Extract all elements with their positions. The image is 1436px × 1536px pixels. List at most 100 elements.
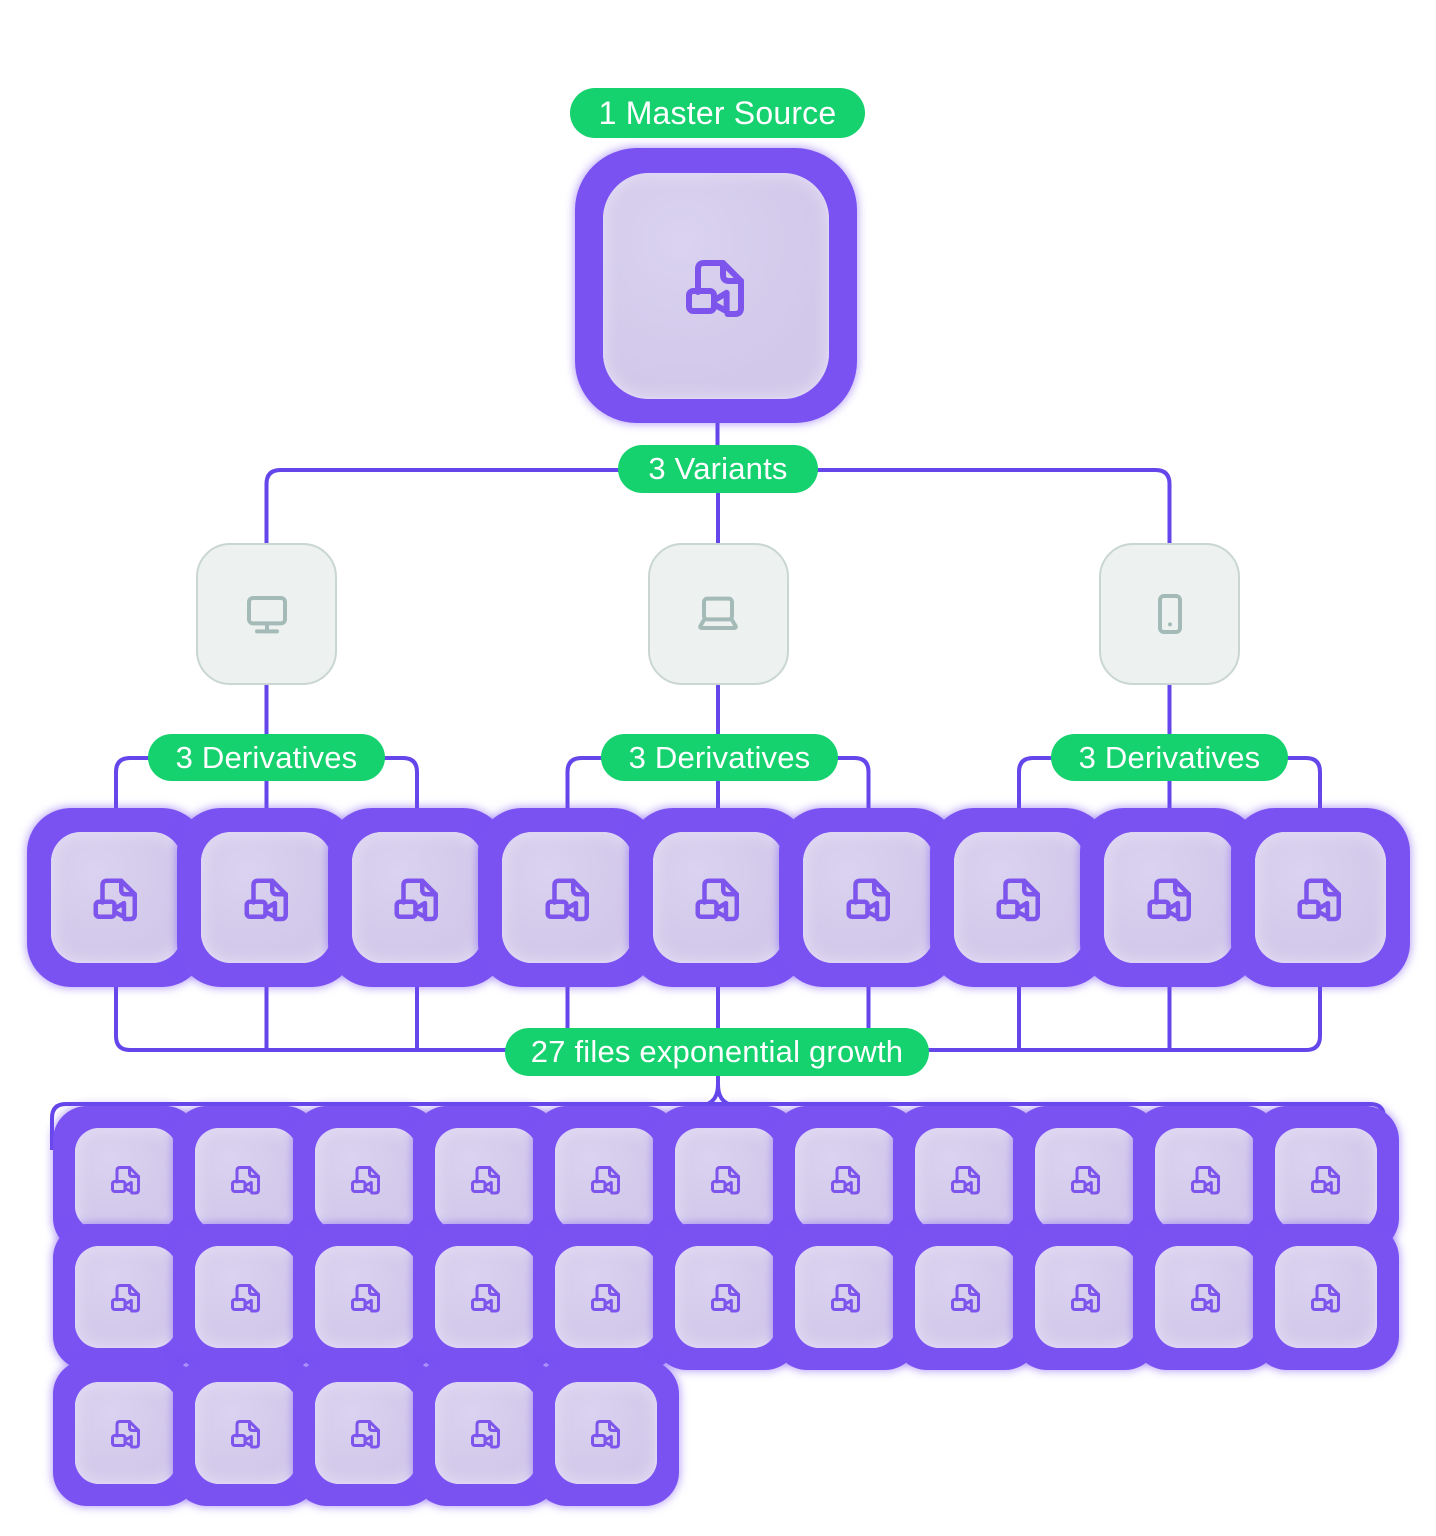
growth-label: 27 files exponential growth bbox=[530, 1034, 904, 1069]
video-file-icon bbox=[951, 1284, 980, 1313]
master-source-box bbox=[575, 148, 857, 423]
video-file-icon bbox=[831, 1284, 860, 1313]
growth-file-box-inner bbox=[555, 1246, 657, 1348]
derivatives-label: 3 Derivatives bbox=[628, 739, 811, 775]
derivatives-label: 3 Derivatives bbox=[1078, 739, 1261, 775]
video-file-icon bbox=[545, 878, 589, 921]
video-file-icon bbox=[231, 1166, 260, 1195]
growth-file-box-inner bbox=[1155, 1246, 1257, 1348]
derivative-file-box bbox=[26, 808, 206, 987]
video-file-icon bbox=[351, 1166, 380, 1195]
video-file-icon bbox=[351, 1284, 380, 1313]
video-file-icon bbox=[471, 1420, 500, 1449]
video-file-icon bbox=[1147, 878, 1191, 921]
growth-file-box bbox=[413, 1224, 559, 1370]
growth-file-box-inner bbox=[75, 1128, 177, 1230]
growth-file-box-inner bbox=[1035, 1246, 1137, 1348]
growth-file-box-inner bbox=[315, 1382, 417, 1484]
video-file-icon-slot bbox=[668, 238, 764, 334]
growth-file-box-inner bbox=[435, 1382, 537, 1484]
growth-file-box-inner bbox=[675, 1128, 777, 1230]
growth-file-box bbox=[1253, 1224, 1399, 1370]
growth-file-box-inner bbox=[795, 1246, 897, 1348]
derivative-file-box-inner bbox=[1104, 832, 1235, 963]
video-file-icon bbox=[244, 878, 288, 921]
derivative-file-box bbox=[177, 808, 356, 987]
video-file-icon bbox=[591, 1284, 620, 1313]
derivative-file-box-inner bbox=[201, 832, 332, 963]
tablet-icon bbox=[1157, 594, 1182, 634]
growth-badge: 27 files exponential growth bbox=[505, 1028, 929, 1076]
growth-file-box-inner bbox=[315, 1128, 417, 1230]
growth-file-box-inner bbox=[195, 1128, 297, 1230]
video-file-icon bbox=[471, 1166, 500, 1195]
video-file-icon bbox=[711, 1284, 740, 1313]
growth-file-box-inner bbox=[435, 1128, 537, 1230]
video-file-icon bbox=[231, 1284, 260, 1313]
growth-file-box bbox=[533, 1360, 679, 1506]
master-source-box-inner bbox=[603, 172, 829, 399]
video-file-icon bbox=[1071, 1166, 1100, 1195]
derivative-file-box bbox=[628, 808, 808, 987]
video-file-icon bbox=[111, 1284, 140, 1313]
video-file-icon bbox=[1297, 878, 1341, 921]
device-box-tablet bbox=[1099, 543, 1240, 685]
growth-file-box-inner bbox=[915, 1128, 1017, 1230]
derivative-file-box bbox=[1230, 808, 1410, 987]
derivative-file-box bbox=[779, 808, 958, 987]
growth-file-box-inner bbox=[75, 1246, 177, 1348]
video-file-icon bbox=[695, 878, 739, 921]
video-file-icon bbox=[831, 1166, 860, 1195]
master-source-badge: 1 Master Source bbox=[570, 88, 865, 138]
video-file-icon bbox=[846, 878, 890, 921]
growth-file-box-inner bbox=[915, 1246, 1017, 1348]
video-file-icon bbox=[1071, 1284, 1100, 1313]
derivatives-badge-left: 3 Derivatives bbox=[148, 734, 385, 781]
growth-file-box-inner bbox=[1275, 1246, 1377, 1348]
growth-file-box-inner bbox=[555, 1128, 657, 1230]
growth-file-box-inner bbox=[1155, 1128, 1257, 1230]
growth-file-box bbox=[773, 1224, 919, 1370]
video-file-icon bbox=[1191, 1166, 1220, 1195]
variants-label: 3 Variants bbox=[648, 451, 788, 486]
derivative-file-box bbox=[929, 808, 1109, 987]
growth-file-box-inner bbox=[195, 1382, 297, 1484]
derivative-file-box bbox=[327, 808, 507, 987]
derivative-file-box-inner bbox=[953, 832, 1085, 963]
device-box-desktop bbox=[196, 543, 337, 685]
derivative-file-box-inner bbox=[351, 832, 483, 963]
video-file-icon bbox=[471, 1284, 500, 1313]
video-file-icon bbox=[686, 259, 744, 317]
growth-file-box-inner bbox=[795, 1128, 897, 1230]
growth-file-box-inner bbox=[315, 1246, 417, 1348]
video-file-icon bbox=[1311, 1284, 1340, 1313]
video-file-icon bbox=[111, 1166, 140, 1195]
video-file-icon bbox=[394, 878, 438, 921]
device-box-laptop bbox=[647, 543, 789, 685]
derivatives-badge-right: 3 Derivatives bbox=[1051, 734, 1288, 781]
growth-file-box-inner bbox=[195, 1246, 297, 1348]
derivative-file-box-inner bbox=[803, 832, 934, 963]
video-file-icon bbox=[1311, 1166, 1340, 1195]
derivative-file-box-inner bbox=[1254, 832, 1386, 963]
derivative-file-box-inner bbox=[50, 832, 182, 963]
laptop-icon bbox=[698, 596, 738, 630]
growth-file-box-inner bbox=[555, 1382, 657, 1484]
derivative-file-box-inner bbox=[502, 832, 633, 963]
video-file-icon bbox=[351, 1420, 380, 1449]
video-file-icon bbox=[951, 1166, 980, 1195]
derivative-file-box bbox=[1080, 808, 1259, 987]
growth-file-box-inner bbox=[435, 1246, 537, 1348]
derivative-file-box bbox=[478, 808, 657, 987]
video-file-icon bbox=[591, 1166, 620, 1195]
video-file-icon bbox=[1191, 1284, 1220, 1313]
growth-file-box-inner bbox=[1275, 1128, 1377, 1230]
video-file-icon bbox=[111, 1420, 140, 1449]
video-file-icon bbox=[93, 878, 137, 921]
connector-grid-caret bbox=[701, 1076, 720, 1108]
growth-file-box-inner bbox=[1035, 1128, 1137, 1230]
desktop-monitor-icon bbox=[246, 596, 287, 634]
master-source-label: 1 Master Source bbox=[598, 94, 837, 131]
video-file-icon bbox=[591, 1420, 620, 1449]
